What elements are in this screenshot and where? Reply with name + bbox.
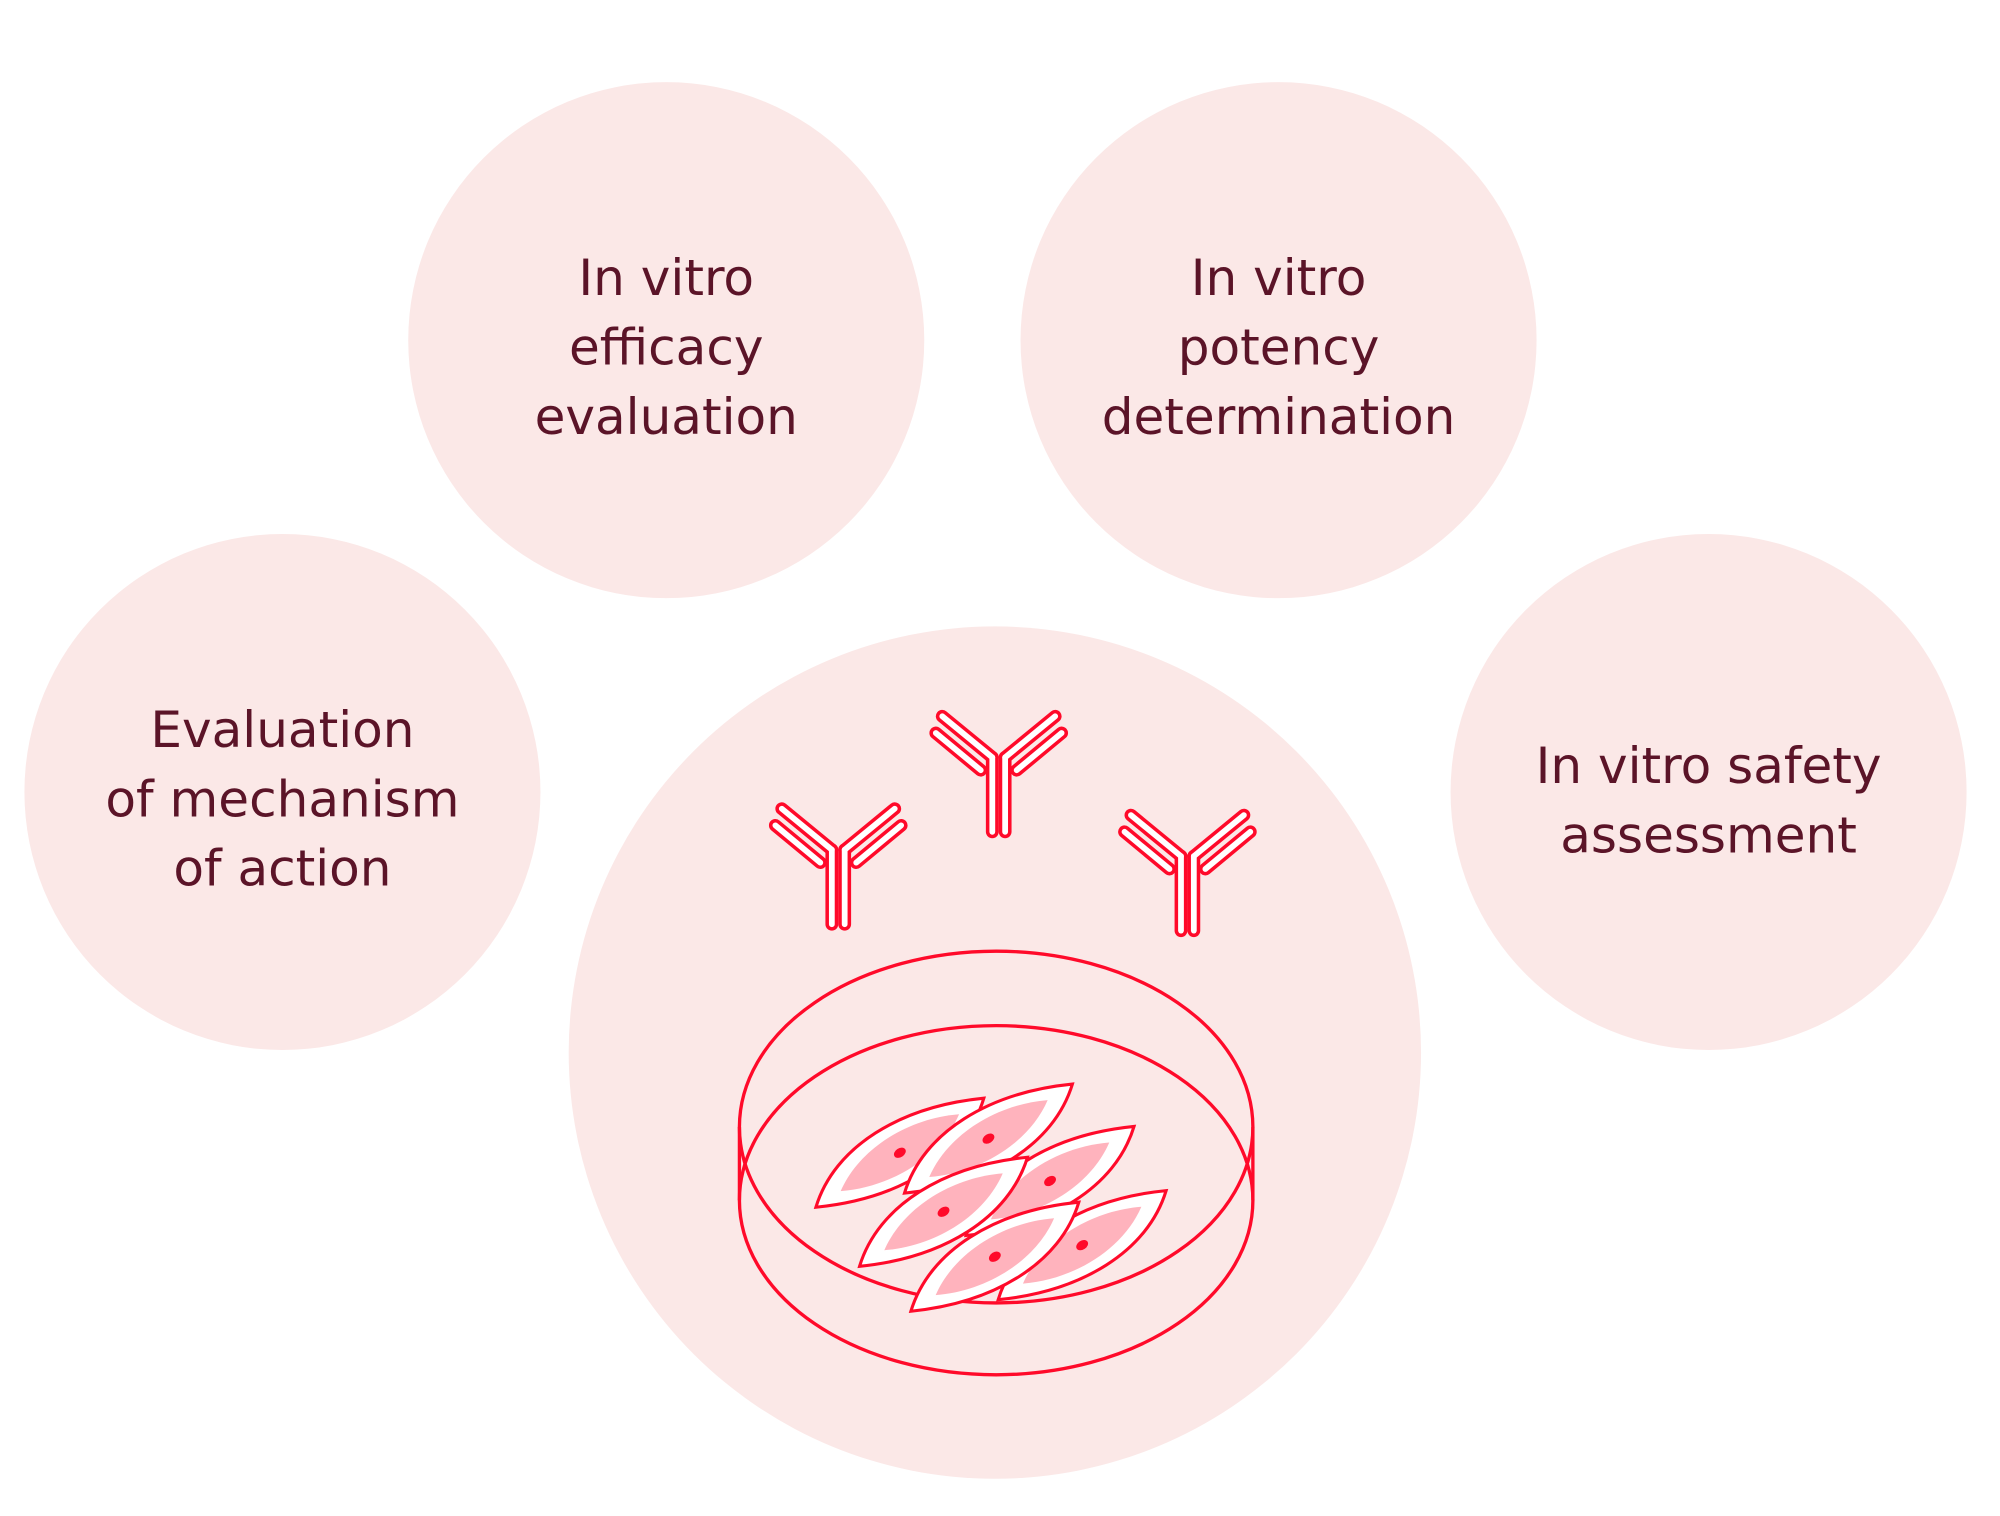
label-moa-line-2: of mechanism <box>105 770 459 828</box>
label-moa-line-1: Evaluation <box>150 701 414 759</box>
petri-dish-icon <box>737 949 1255 1377</box>
bubble-in-vitro-potency <box>1020 82 1537 599</box>
label-efficacy-line-3: evaluation <box>535 388 798 446</box>
label-potency-line-2: potency <box>1178 319 1380 377</box>
bubble-in-vitro-safety <box>1450 534 1967 1051</box>
label-efficacy-line-1: In vitro <box>578 249 754 307</box>
label-safety-line-1: In vitro safety <box>1536 737 1882 795</box>
label-potency-line-3: determination <box>1102 388 1456 446</box>
bubble-in-vitro-efficacy <box>408 82 925 599</box>
bubble-mechanism-of-action <box>24 534 541 1051</box>
bubble-labels: In vitro efficacy evaluation In vitro po… <box>105 249 1881 897</box>
label-safety-line-2: assessment <box>1560 806 1857 864</box>
bubble-circles <box>24 82 1967 1479</box>
antibodies-and-cell-culture-dish-icon <box>737 716 1255 1377</box>
label-efficacy-line-2: efficacy <box>569 319 764 377</box>
label-potency-line-1: In vitro <box>1191 249 1367 307</box>
label-moa-line-3: of action <box>173 840 391 898</box>
